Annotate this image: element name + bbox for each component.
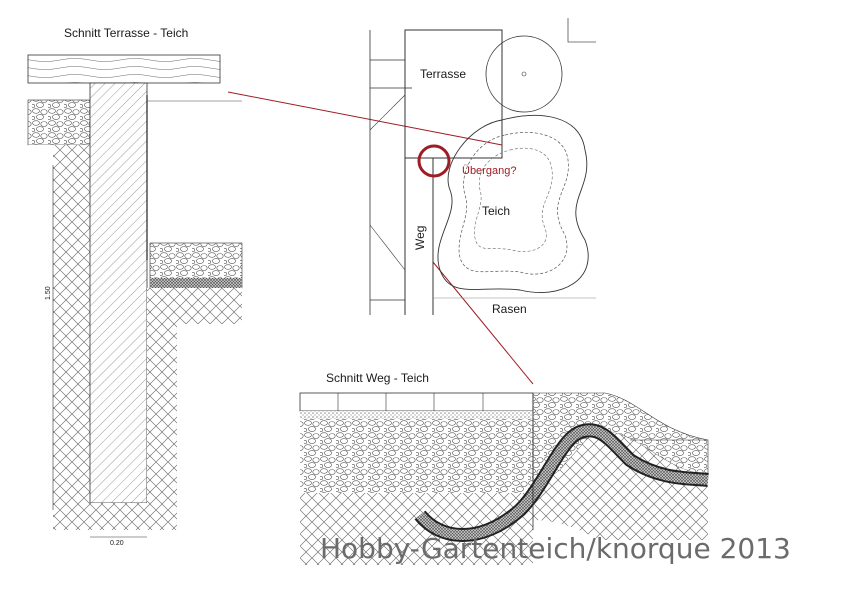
path-label: Weg [413,226,427,250]
dimension-width-label: 0.20 [110,540,124,547]
terrace-label: Terrasse [420,67,466,81]
terrace-outline [404,29,503,159]
connector-path-section [432,261,534,385]
watermark: Hobby-Gartenteich/knorque 2013 [320,532,791,565]
transition-highlight-circle [417,144,451,178]
paving-stones [299,392,534,412]
sand-bed [300,411,533,419]
transition-label: Übergang? [462,165,516,177]
section-terrace-pond: Schnitt Terrasse - Teich 1.50 0.20 [27,26,243,547]
plan-view: Terrasse Teich Rasen Weg Übergang? [369,18,596,316]
lawn-label: Rasen [492,302,527,316]
tree-circle [485,35,563,113]
terrace-deck [27,54,221,84]
pond-label: Teich [482,204,510,218]
soil-right-lower [147,324,177,529]
pond-outline-inner [474,147,553,252]
pond-outline-outer [437,115,589,293]
section-terrace-title: Schnitt Terrasse - Teich [64,26,188,40]
soil-right-upper [147,288,242,324]
soil-bottom [60,503,177,530]
section-path-pond: Schnitt Weg - Teich [299,371,709,565]
gravel-base [300,419,533,493]
bank-soil [533,430,708,540]
connector-terrace-section [227,91,503,146]
section-path-title: Schnitt Weg - Teich [326,371,429,385]
dimension-height-label: 1.50 [45,286,52,300]
pond-outline-middle [458,132,569,275]
liner-fleece-layer [150,278,242,288]
gravel-layer-left [27,99,91,146]
concrete-wall [89,82,148,504]
